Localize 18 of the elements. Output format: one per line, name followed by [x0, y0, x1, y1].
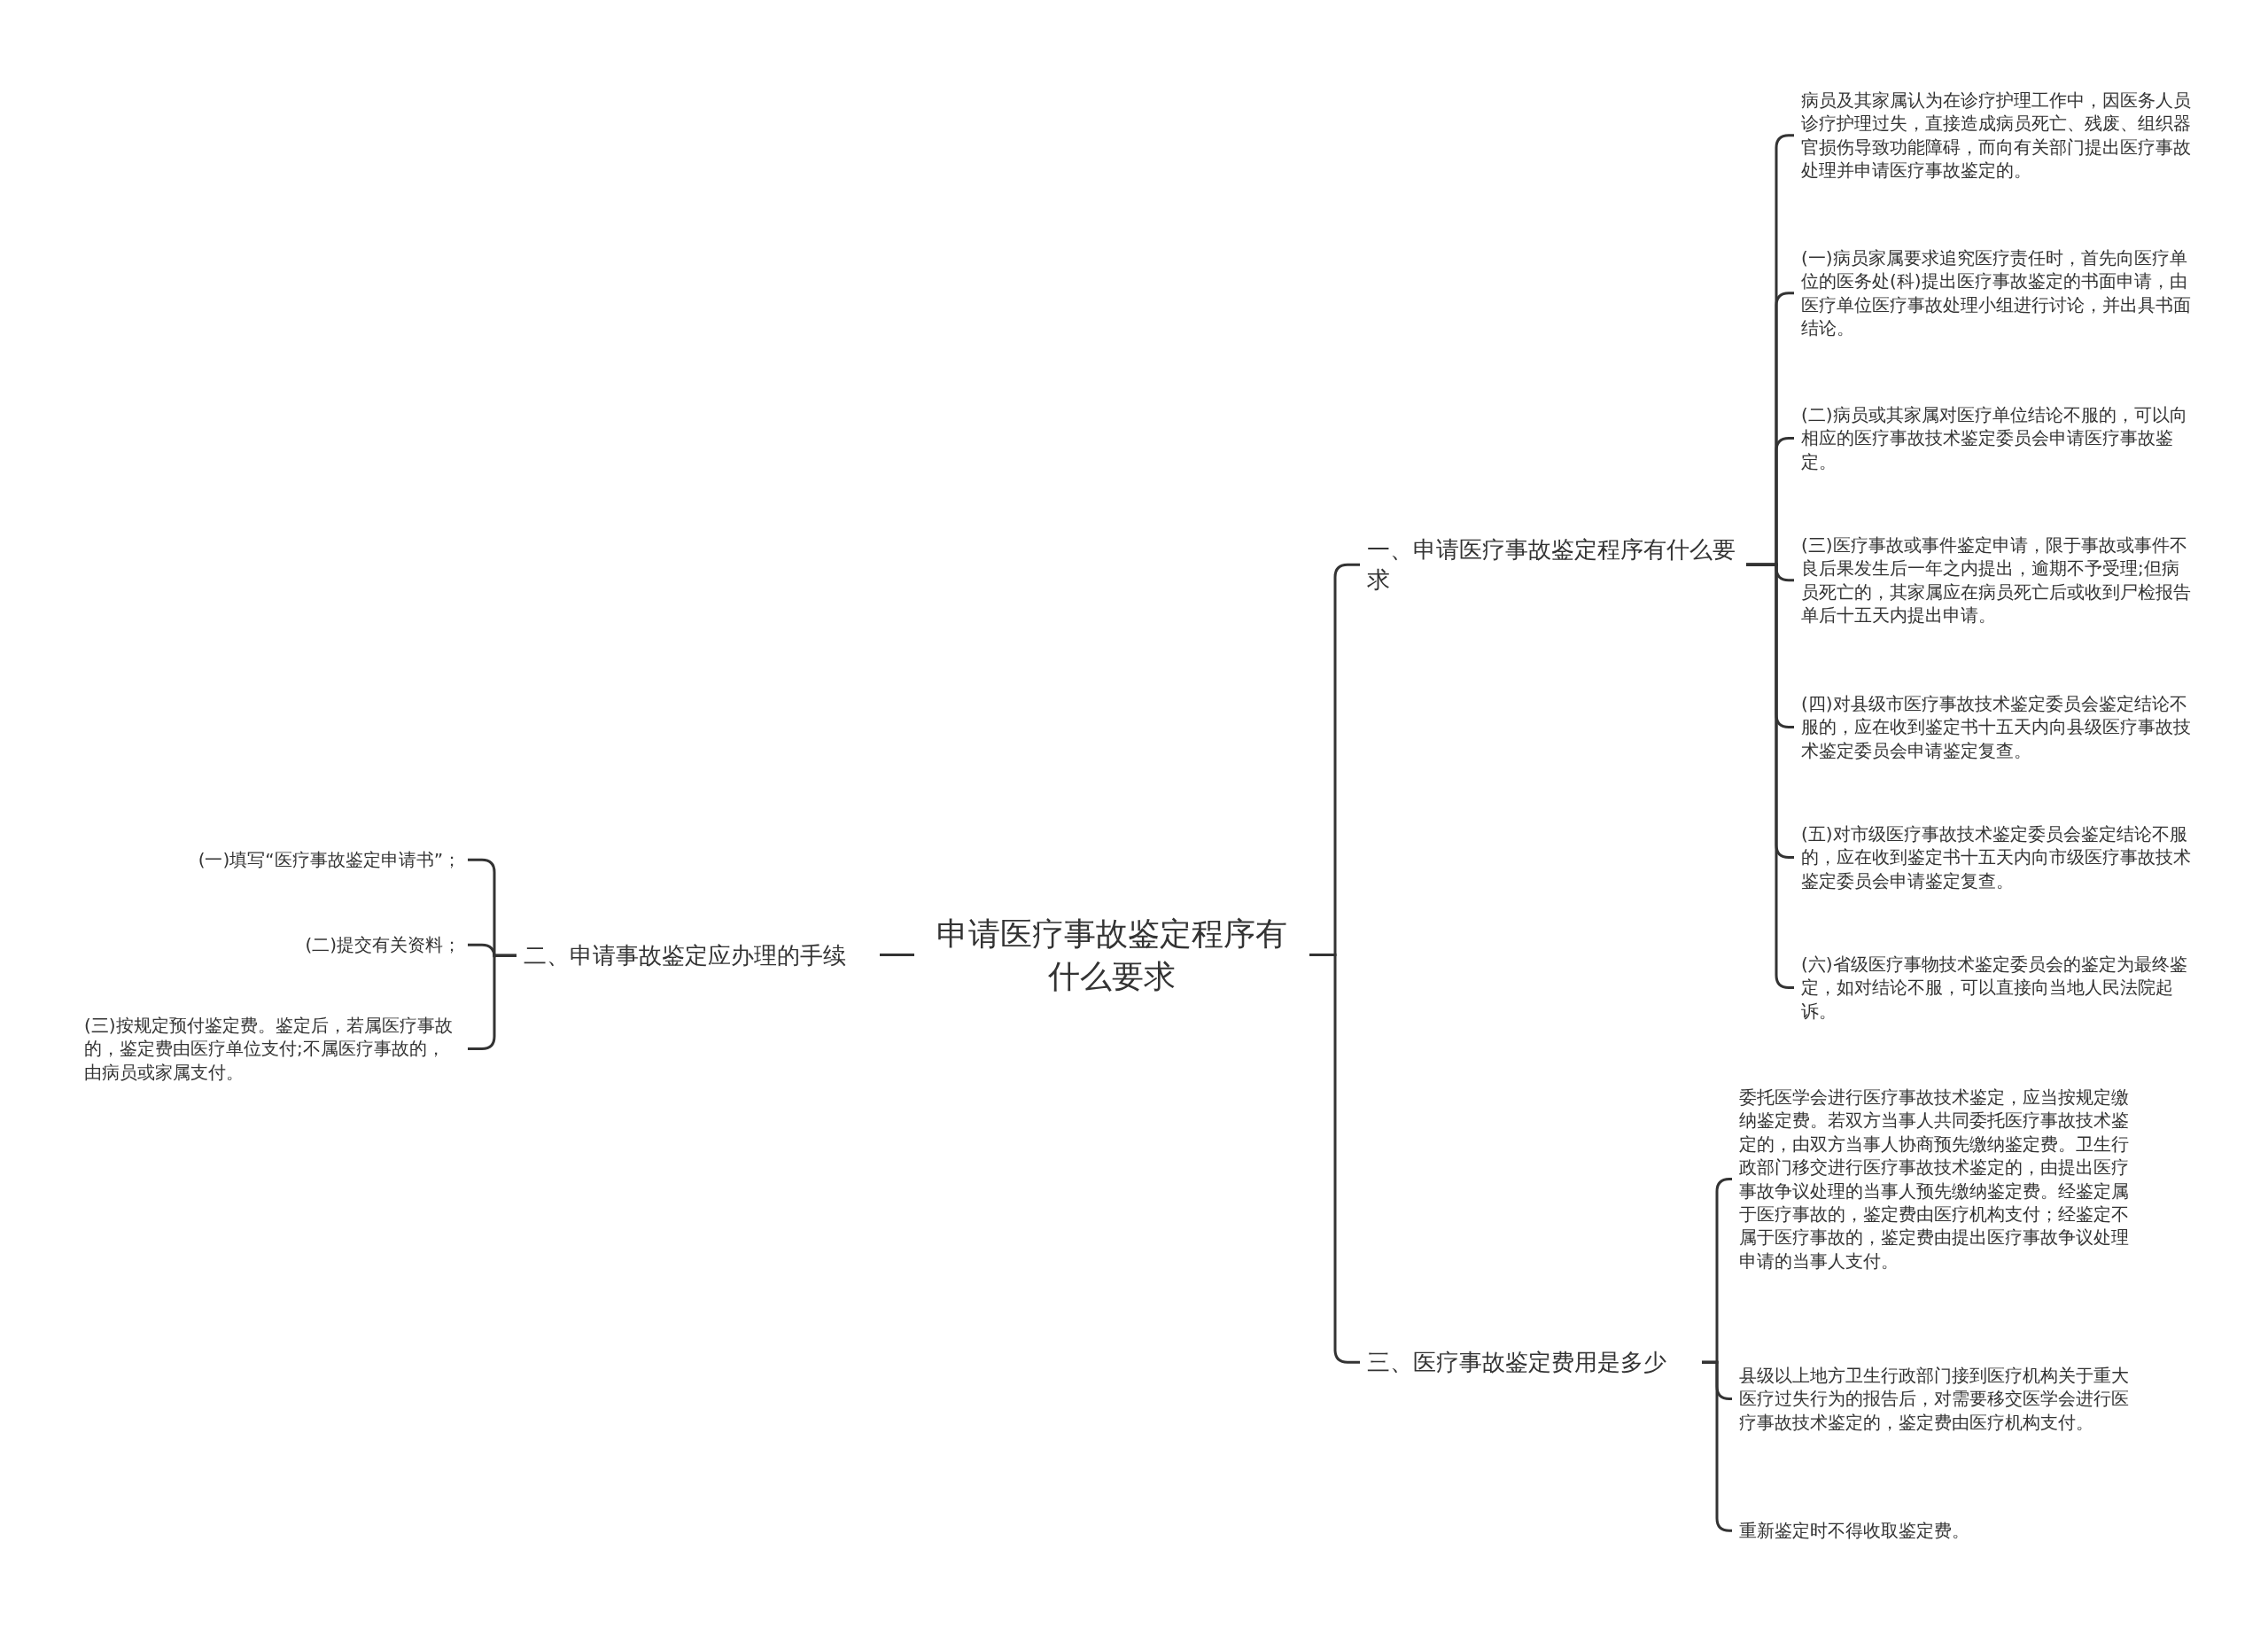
leaf-note-text: (五)对市级医疗事故技术鉴定委员会鉴定结论不服的，应在收到鉴定书十五天内向市级医疗事故技术鉴定委员会申请鉴定复查。 — [1801, 822, 2192, 893]
central-topic-text: 申请医疗事故鉴定程序有什么要求 — [936, 915, 1288, 996]
leaf-note-text: 重新鉴定时不得收取鉴定费。 — [1739, 1519, 1969, 1543]
branch-topic-text: 三、医疗事故鉴定费用是多少 — [1367, 1348, 1666, 1377]
leaf-note-text: (二)提交有关资料； — [305, 933, 461, 957]
leaf-note-text: (二)病员或其家属对医疗单位结论不服的，可以向相应的医疗事故技术鉴定委员会申请医疗事故鉴定。 — [1801, 403, 2188, 474]
leaf-note-text: (一)填写“医疗事故鉴定申请书”； — [198, 848, 461, 872]
leaf-note-text: (四)对县级市医疗事故技术鉴定委员会鉴定结论不服的，应在收到鉴定书十五天内向县级医疗事故技术鉴定委员会申请鉴定复查。 — [1801, 692, 2192, 763]
leaf-note-text: 病员及其家属认为在诊疗护理工作中，因医务人员诊疗护理过失，直接造成病员死亡、残废、组织器官损伤导致功能障碍，而向有关部门提出医疗事故处理并申请医疗事故鉴定的。 — [1801, 89, 2192, 183]
leaf-note-text: (三)医疗事故或事件鉴定申请，限于事故或事件不良后果发生后一年之内提出，逾期不予受理;但病员死亡的，其家属应在病员死亡后或收到尸检报告单后十五天内提出申请。 — [1801, 533, 2192, 627]
connector — [880, 954, 914, 956]
leaf-note-text: 县级以上地方卫生行政部门接到医疗机构关于重大医疗过失行为的报告后，对需要移交医学会进行医疗事故技术鉴定的，鉴定费由医疗机构支付。 — [1739, 1364, 2130, 1435]
leaf-note-text: (一)病员家属要求追究医疗责任时，首先向医疗单位的医务处(科)提出医疗事故鉴定的书面申请，由医疗单位医疗事故处理小组进行讨论，并出具书面结论。 — [1801, 246, 2192, 340]
leaf-note-text: (六)省级医疗事物技术鉴定委员会的鉴定为最终鉴定，如对结论不服，可以直接向当地人民法院起诉。 — [1801, 953, 2188, 1024]
branch-topic-text: 一、申请医疗事故鉴定程序有什么要求 — [1367, 535, 1736, 596]
leaf-note-text: (三)按规定预付鉴定费。鉴定后，若属医疗事故的，鉴定费由医疗单位支付;不属医疗事故的，由病员或家属支付。 — [84, 1014, 454, 1085]
leaf-note-text: 委托医学会进行医疗事故技术鉴定，应当按规定缴纳鉴定费。若双方当事人共同委托医疗事故技术鉴定的，由双方当事人协商预先缴纳鉴定费。卫生行政部门移交进行医疗事故技术鉴定的，由提出医疗事故争议处理的当事人预先缴纳鉴定费。经鉴定属于医疗事故的，鉴定费由医疗机构支付；经鉴定不属于医疗事故的，鉴定费由提出医疗事故争议处理申请的当事人支付。 — [1739, 1086, 2130, 1273]
branch-topic-text: 二、申请事故鉴定应办理的手续 — [524, 941, 846, 970]
